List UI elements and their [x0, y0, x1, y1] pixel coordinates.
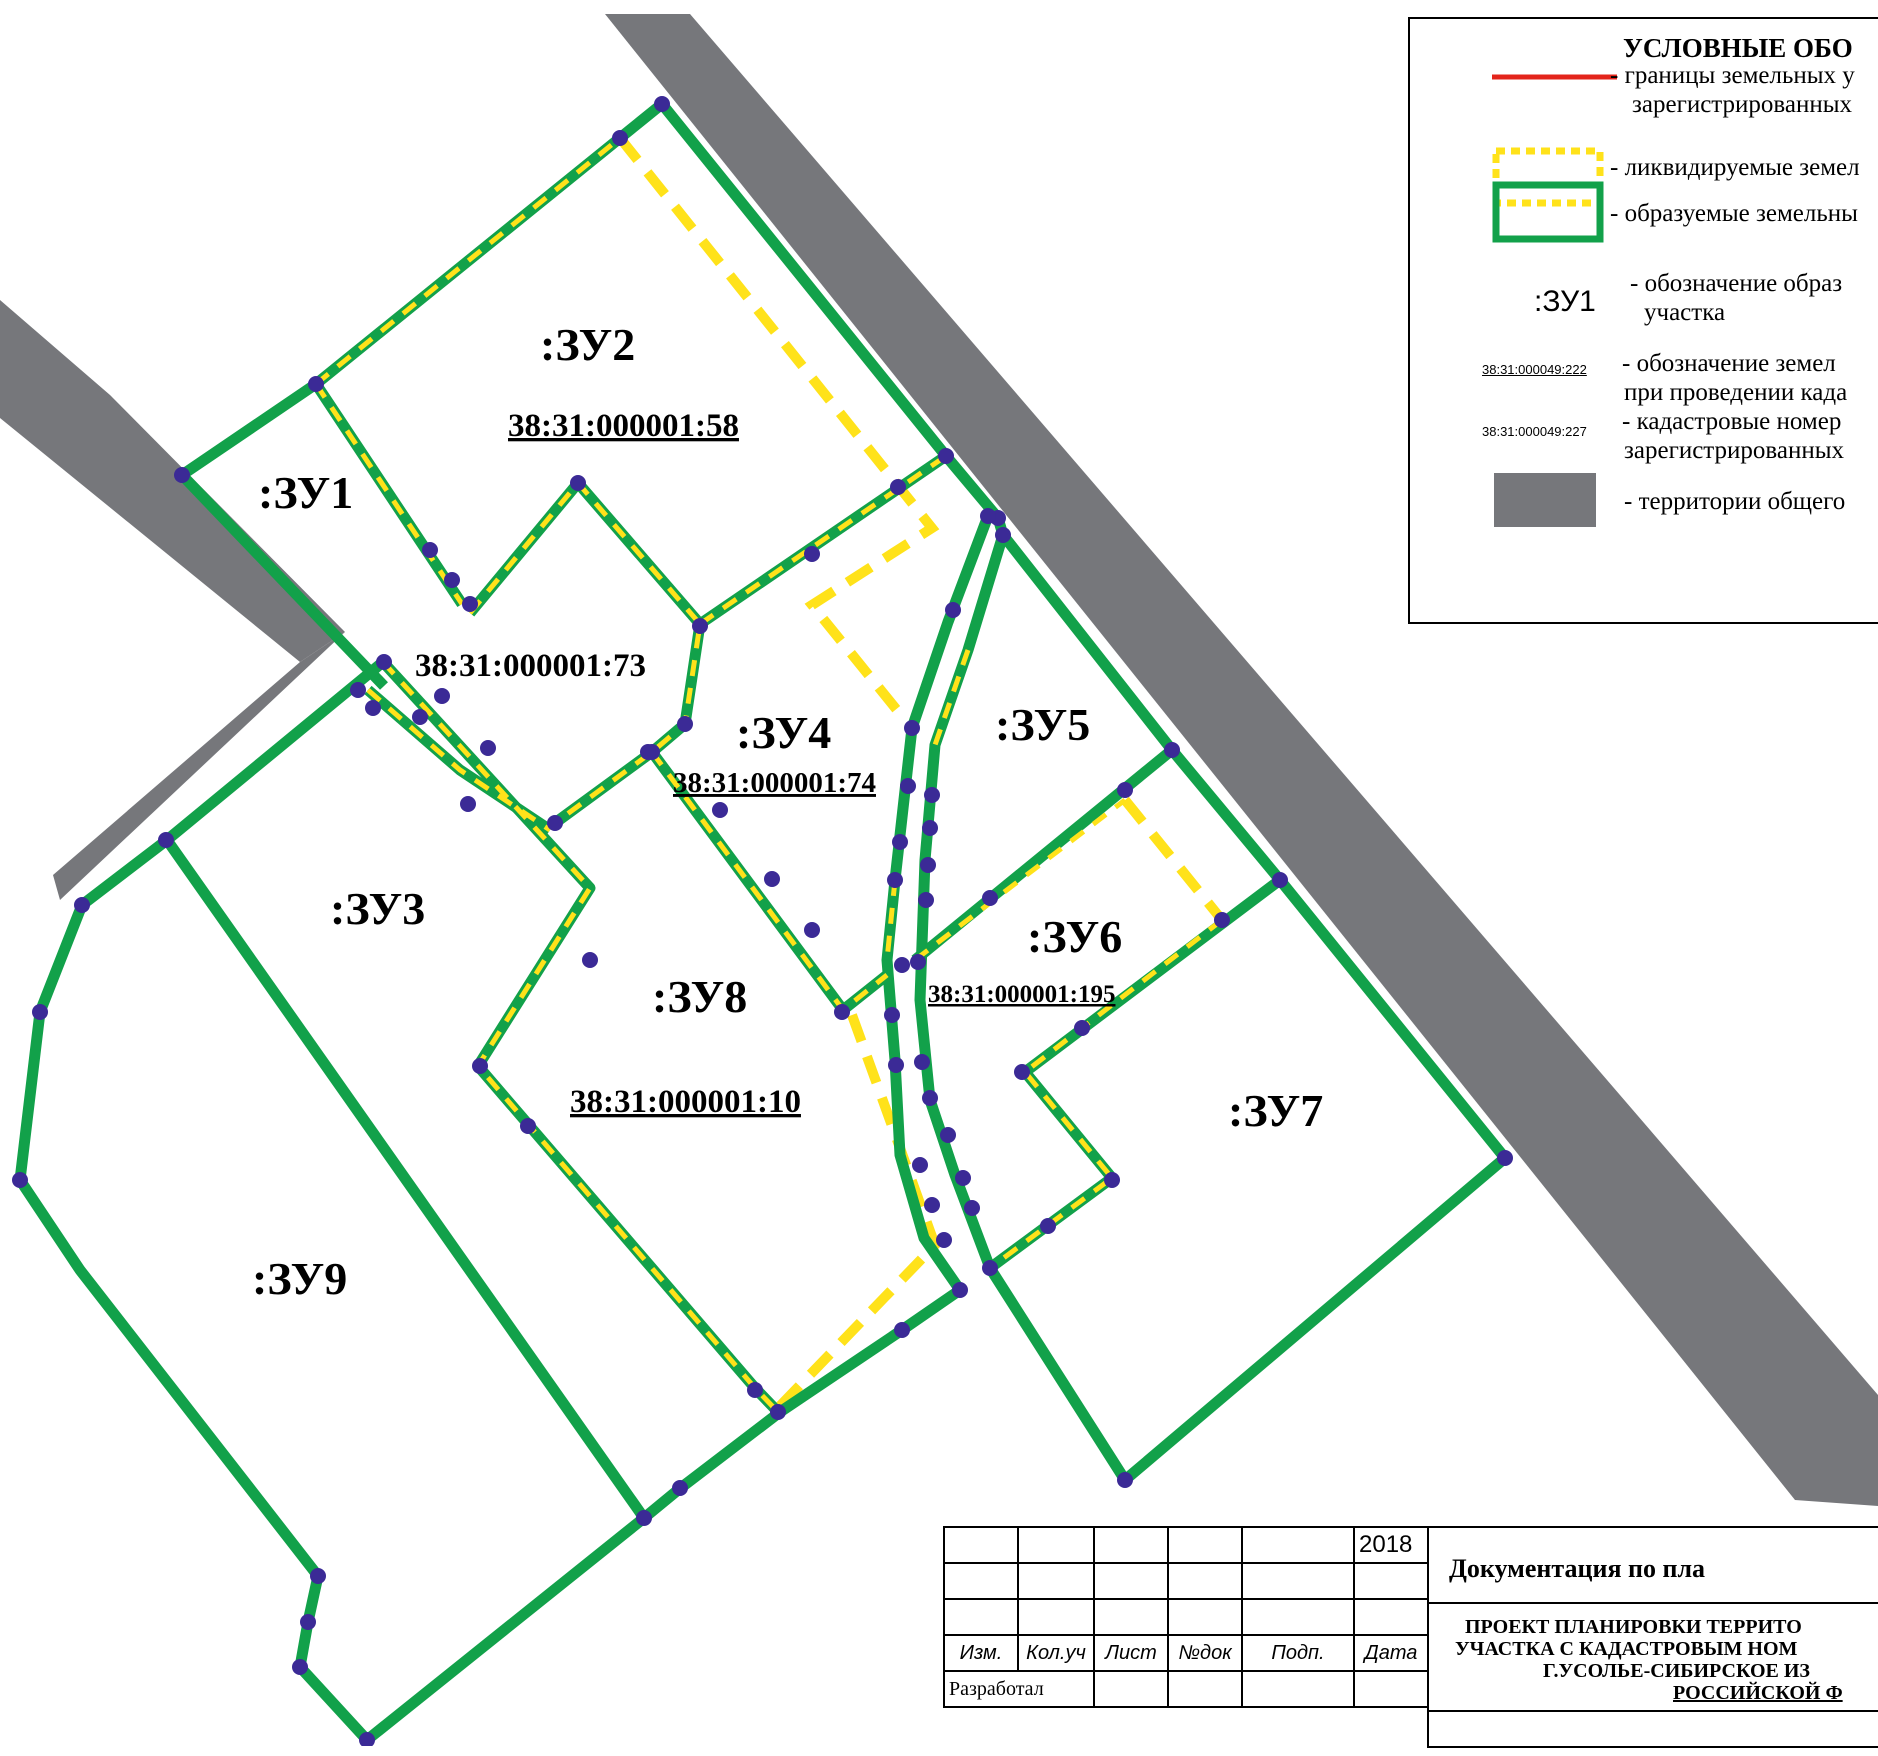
title-block-right: Документация по пла ПРОЕКТ ПЛАНИРОВКИ ТЕ… — [1427, 1526, 1878, 1748]
cadastral-number: 38:31:000001:58 — [508, 408, 739, 444]
header-list: Лист — [1093, 1634, 1169, 1672]
project-line-4: РОССИЙСКОЙ Ф — [1673, 1682, 1843, 1704]
year-cell: 2018 — [1353, 1526, 1429, 1564]
developed-label: Разработал — [943, 1670, 1095, 1708]
boundary-nodes — [12, 96, 1513, 1746]
legend-item-2: - ликвидируемые земел — [1610, 154, 1860, 181]
parcel-label-zu4: :ЗУ4 — [736, 707, 831, 758]
project-line-2: УЧАСТКА С КАДАСТРОВЫМ НОМ — [1455, 1638, 1798, 1660]
parcel-label-zu5: :ЗУ5 — [995, 699, 1090, 750]
document-title: Документация по пла — [1449, 1554, 1706, 1583]
legend-item-7: - территории общего — [1624, 488, 1846, 515]
header-izm: Изм. — [943, 1634, 1019, 1672]
road-upper-left — [0, 300, 345, 662]
road-lower-left — [53, 632, 345, 900]
parcel-label-zu6: :ЗУ6 — [1027, 911, 1122, 962]
legend-sample-cadastral-new: 38:31:000049:222 — [1482, 362, 1587, 377]
header-ndok: №док — [1167, 1634, 1243, 1672]
header-kol: Кол.уч — [1017, 1634, 1095, 1672]
legend: УСЛОВНЫЕ ОБО - границы земельных у зарег… — [1408, 17, 1878, 624]
parcel-label-zu9: :ЗУ9 — [252, 1253, 347, 1304]
legend-gray-box — [1494, 473, 1596, 527]
header-data: Дата — [1353, 1634, 1429, 1672]
legend-item-5: - обозначение земел при проведении када — [1622, 350, 1848, 406]
title-block: 2018 Изм. Кол.уч Лист №док Подп. Дата Ра… — [943, 1526, 1878, 1756]
parcel-label-zu3: :ЗУ3 — [330, 883, 425, 934]
formed-parcel-boundaries — [14, 98, 1510, 1745]
legend-sample-zu1: :ЗУ1 — [1534, 285, 1596, 318]
cadastral-number: 38:31:000001:10 — [570, 1084, 801, 1120]
title-block-grid: 2018 Изм. Кол.уч Лист №док Подп. Дата Ра… — [943, 1526, 1429, 1708]
legend-title: УСЛОВНЫЕ ОБО — [1623, 33, 1853, 63]
cadastral-number: 38:31:000001:73 — [415, 648, 646, 684]
legend-item-4: - обозначение образ участка — [1630, 270, 1843, 326]
legend-item-3: - образуемые земельны — [1610, 200, 1858, 227]
cadastral-number: 38:31:000001:195 — [928, 981, 1115, 1008]
road-diagonal — [605, 14, 1878, 1506]
project-line-1: ПРОЕКТ ПЛАНИРОВКИ ТЕРРИТО — [1465, 1616, 1802, 1638]
parcel-label-zu8: :ЗУ8 — [652, 971, 747, 1022]
legend-yellow-box — [1492, 147, 1604, 207]
header-podp: Подп. — [1241, 1634, 1355, 1672]
legend-item-1: - границы земельных у зарегистрированных — [1610, 62, 1855, 118]
legend-item-6: - кадастровые номер зарегистрированных — [1622, 408, 1845, 464]
legend-sample-cadastral-existing: 38:31:000049:227 — [1482, 424, 1587, 439]
legend-green-box — [1492, 181, 1604, 243]
parcel-label-zu7: :ЗУ7 — [1228, 1085, 1323, 1136]
legend-red-line — [1492, 74, 1617, 80]
cadastral-number: 38:31:000001:74 — [673, 767, 876, 799]
parcel-label-zu1: :ЗУ1 — [258, 467, 353, 518]
project-line-3: Г.УСОЛЬЕ-СИБИРСКОЕ ИЗ — [1543, 1660, 1810, 1682]
parcel-label-zu2: :ЗУ2 — [540, 319, 635, 370]
